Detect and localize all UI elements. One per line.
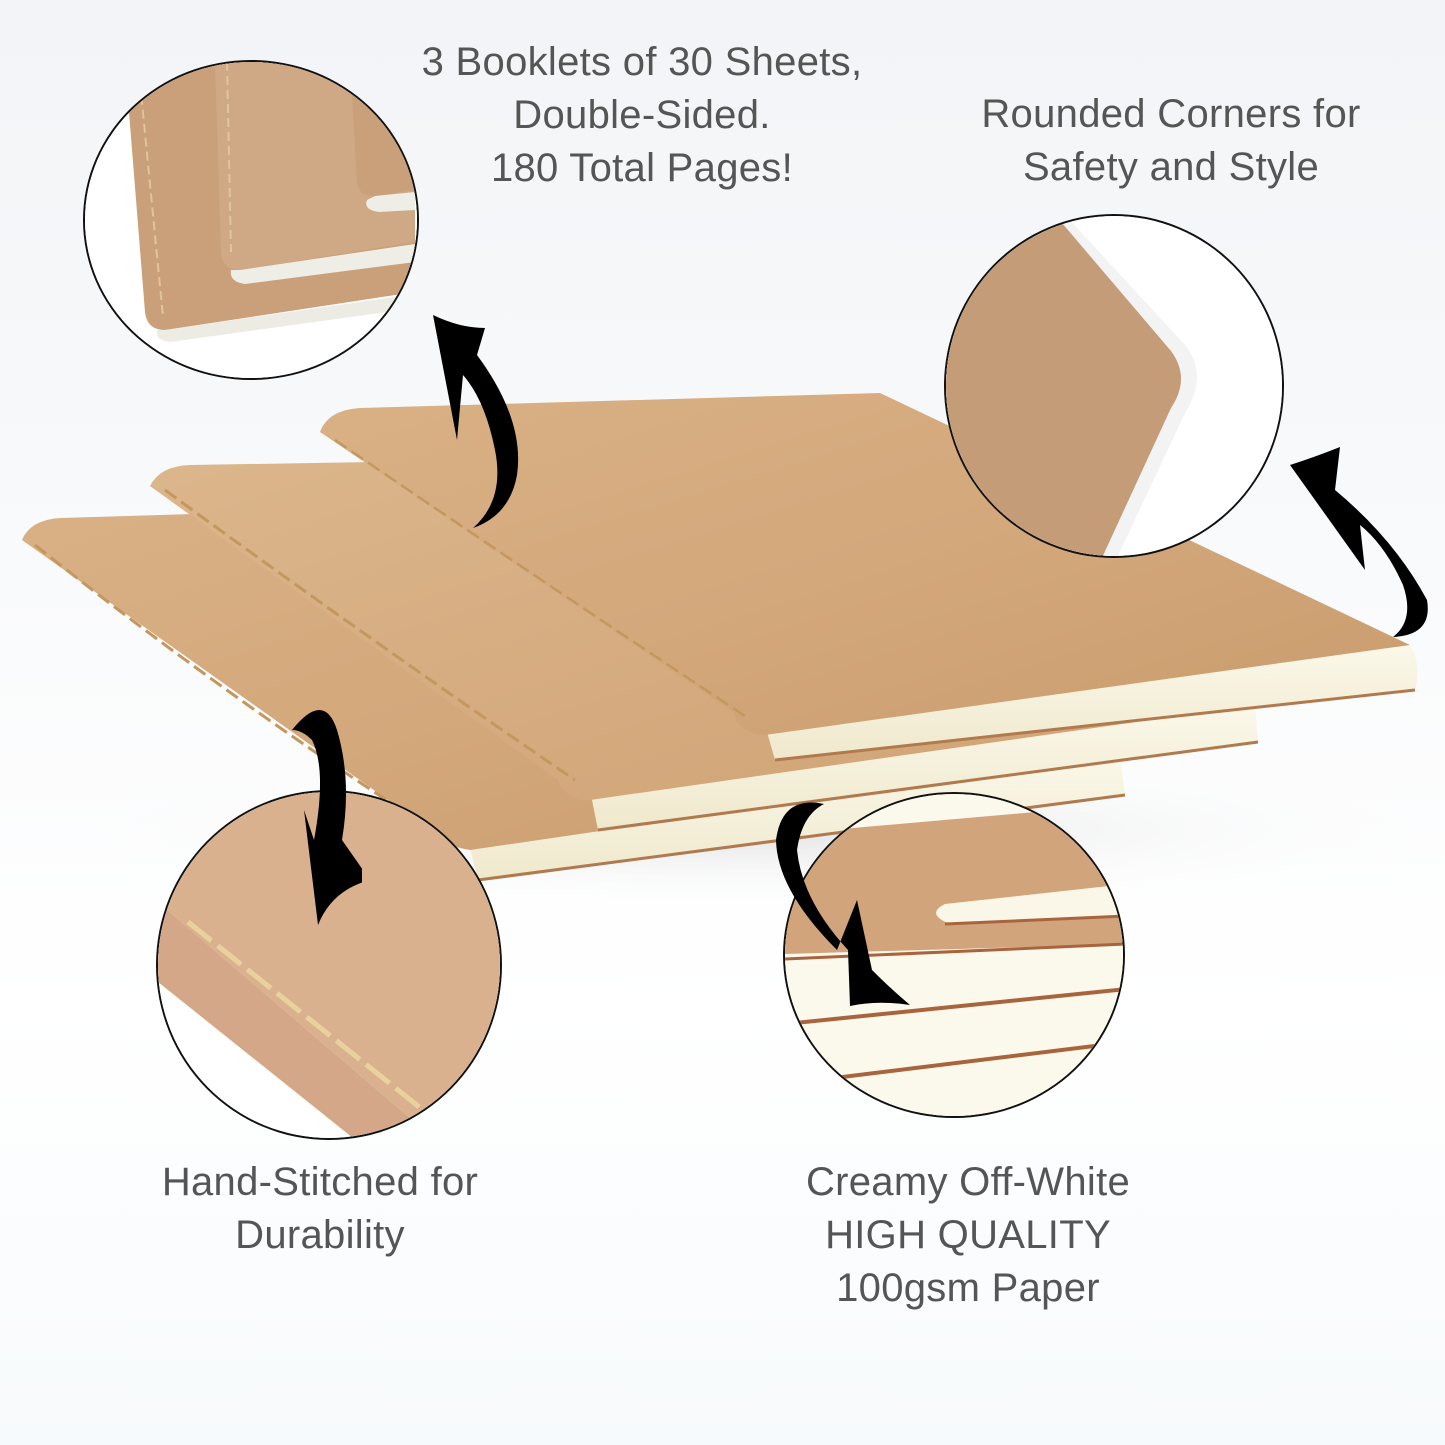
corner-closeup-image (946, 216, 1282, 556)
caption-paper-quality-line-3: 100gsm Paper (836, 1266, 1100, 1310)
curved-arrow-up-icon-right (1290, 447, 1428, 637)
caption-paper-quality: Creamy Off-White HIGH QUALITY 100gsm Pap… (758, 1156, 1178, 1315)
caption-hand-stitched: Hand-Stitched for Durability (110, 1156, 530, 1262)
caption-page-count-line-2: Double-Sided. (513, 93, 771, 137)
curved-arrow-down-icon (292, 710, 362, 925)
paper-closeup-image (785, 794, 1123, 1116)
caption-rounded-corners-line-2: Safety and Style (1022, 145, 1320, 189)
caption-rounded-corners: Rounded Corners for Safety and Style (936, 88, 1406, 194)
caption-paper-quality-line-2: HIGH QUALITY (825, 1213, 1111, 1257)
stitch-closeup-image (158, 792, 500, 1138)
notebook-top (320, 393, 1418, 762)
corner-closeup-circle (944, 214, 1284, 558)
caption-hand-stitched-line-1: Hand-Stitched for (161, 1160, 479, 1204)
caption-hand-stitched-line-2: Durability (235, 1213, 405, 1257)
paper-closeup-circle (783, 792, 1125, 1118)
curved-arrow-up-icon (433, 315, 519, 528)
caption-page-count-line-3: 180 Total Pages! (490, 146, 794, 190)
curved-arrow-down-icon-right (776, 802, 910, 1006)
spines-closeup-image (85, 62, 417, 378)
caption-paper-quality-line-1: Creamy Off-White (805, 1160, 1131, 1204)
caption-rounded-corners-line-1: Rounded Corners for (981, 92, 1361, 136)
spines-closeup-circle (83, 60, 419, 380)
caption-page-count: 3 Booklets of 30 Sheets, Double-Sided. 1… (372, 36, 912, 195)
caption-page-count-line-1: 3 Booklets of 30 Sheets, (421, 40, 863, 84)
stitch-closeup-circle (156, 790, 502, 1140)
